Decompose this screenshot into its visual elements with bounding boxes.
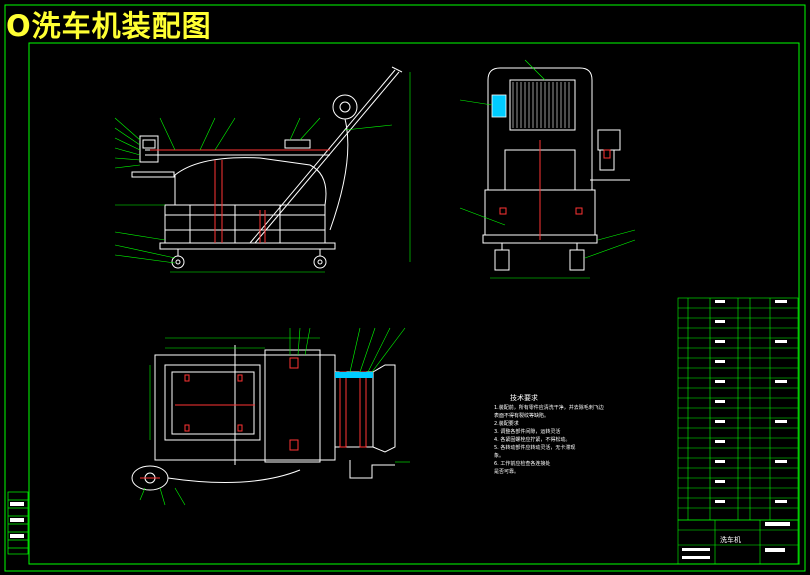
title-block: [677, 519, 799, 565]
parts-list: [677, 297, 799, 521]
outer-frame: [4, 4, 806, 572]
parts-list-text-blocks: [682, 300, 790, 559]
top-view: [131, 345, 396, 491]
tech-requirement-line: 是否可靠。: [494, 469, 520, 475]
tech-requirements-title: 技术要求: [510, 394, 538, 402]
side-view-motor: [491, 94, 507, 118]
tech-requirement-line: 1.装配前，所有零件应清洗干净，并去除毛刺飞边: [494, 405, 604, 411]
tech-requirement-line: 4. 各紧固螺栓应拧紧，不得松动。: [494, 437, 571, 443]
side-view-red: [499, 140, 611, 240]
front-view-red: [150, 149, 330, 243]
side-view-reel: [512, 82, 570, 128]
side-view-dims: [459, 59, 636, 279]
top-view-accent: [335, 372, 373, 378]
top-view-dims: [139, 327, 410, 506]
front-view: [131, 66, 403, 269]
tech-requirement-line: 2.装配要求: [494, 421, 519, 427]
tech-requirement-line: 5. 各转动部件应转动灵活，无卡滞现: [494, 445, 576, 451]
inner-frame: [28, 42, 800, 565]
title-block-drawing-name: 洗车机: [720, 536, 741, 544]
drawing-title: O洗车机装配图: [6, 9, 212, 43]
tech-requirement-line: 3. 调整各部件间隙，运转灵活: [494, 429, 561, 435]
front-view-dims: [114, 72, 411, 273]
tech-requirement-line: 表面不得有裂纹等缺陷。: [494, 413, 550, 419]
tech-requirement-line: 象。: [494, 453, 505, 459]
revision-strip: [7, 491, 29, 555]
tech-requirement-line: 6. 工作前应检查各连接处: [494, 461, 551, 467]
side-view: [482, 67, 630, 271]
tech-requirements-list: 1.装配前，所有零件应清洗干净，并去除毛刺飞边 表面不得有裂纹等缺陷。 2.装配…: [494, 404, 614, 476]
